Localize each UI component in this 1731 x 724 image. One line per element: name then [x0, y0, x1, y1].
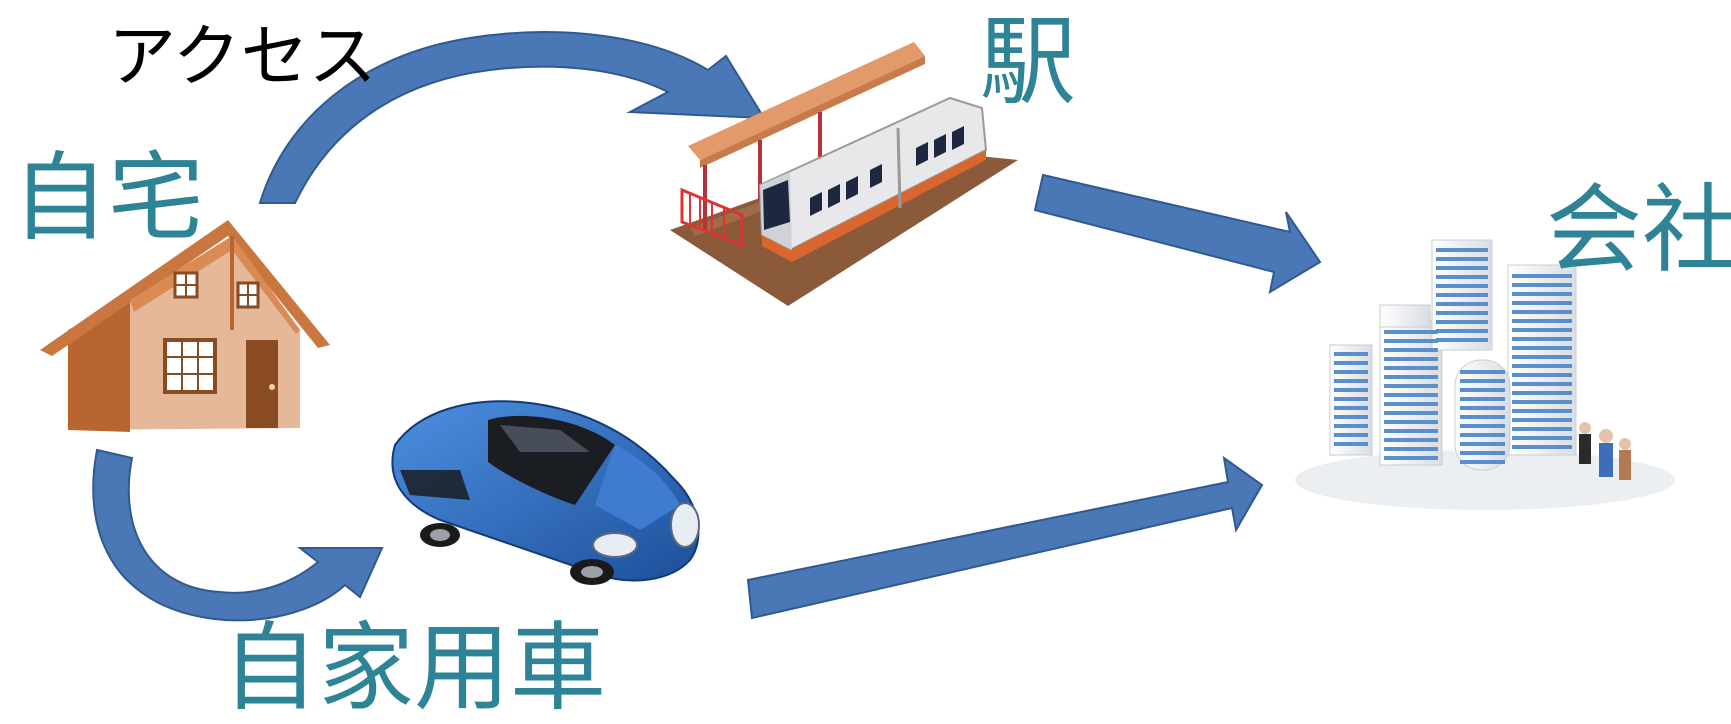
building-window-row [1460, 424, 1505, 428]
building-window-row [1512, 319, 1572, 323]
building-window-row [1512, 427, 1572, 431]
people-icon [1579, 422, 1631, 480]
building-window-row [1384, 411, 1438, 415]
building-window-row [1436, 293, 1488, 297]
building-window-row [1512, 400, 1572, 404]
building-window-row [1334, 415, 1368, 419]
building-window-row [1512, 301, 1572, 305]
building-window-row [1512, 364, 1572, 368]
building-window-row [1384, 366, 1438, 370]
building-window-row [1334, 388, 1368, 392]
home-label: 自宅 [12, 142, 204, 254]
home-to-car-curved-arrow [92, 448, 384, 622]
building-window-row [1334, 406, 1368, 410]
company-label: 会社 [1546, 174, 1731, 286]
building-window-row [1384, 393, 1438, 397]
building-window-row [1512, 337, 1572, 341]
building-window-row [1384, 456, 1438, 460]
building-window-row [1384, 348, 1438, 352]
building-window-row [1512, 418, 1572, 422]
building-window-row [1512, 274, 1572, 278]
building-window-row [1334, 361, 1368, 365]
building-window-row [1512, 346, 1572, 350]
building-window-row [1334, 379, 1368, 383]
building-window-row [1334, 352, 1368, 356]
building-window-row [1460, 370, 1505, 374]
building-window-row [1334, 424, 1368, 428]
car-label: 自家用車 [222, 612, 606, 724]
building-window-row [1436, 329, 1488, 333]
building-window-stripes [1334, 248, 1572, 464]
train-station-icon [670, 42, 1018, 306]
building-window-row [1436, 320, 1488, 324]
house-icon [40, 220, 330, 432]
station-label: 駅 [980, 6, 1076, 118]
building-window-row [1436, 338, 1488, 342]
building-window-row [1460, 433, 1505, 437]
building-window-row [1460, 451, 1505, 455]
building-window-row [1384, 339, 1438, 343]
building-window-row [1384, 402, 1438, 406]
building-window-row [1384, 429, 1438, 433]
building-window-row [1384, 330, 1438, 334]
building-window-row [1512, 436, 1572, 440]
building-window-row [1512, 409, 1572, 413]
building-window-row [1460, 460, 1505, 464]
building-window-row [1334, 442, 1368, 446]
building-window-row [1384, 420, 1438, 424]
building-window-row [1512, 391, 1572, 395]
building-window-row [1460, 397, 1505, 401]
car-icon [391, 400, 700, 585]
station-to-company-arrow [1033, 173, 1322, 295]
building-window-row [1512, 445, 1572, 449]
car-to-company-arrow [746, 455, 1264, 620]
building-window-row [1436, 266, 1488, 270]
building-window-row [1512, 310, 1572, 314]
building-window-row [1334, 370, 1368, 374]
building-window-row [1460, 379, 1505, 383]
building-window-row [1334, 433, 1368, 437]
building-window-row [1512, 355, 1572, 359]
access-curved-arrow [258, 31, 766, 204]
building-window-row [1460, 406, 1505, 410]
building-window-row [1512, 328, 1572, 332]
building-window-row [1460, 388, 1505, 392]
building-window-row [1436, 275, 1488, 279]
building-window-row [1512, 382, 1572, 386]
building-window-row [1436, 257, 1488, 261]
building-window-row [1436, 302, 1488, 306]
office-buildings-icon [1295, 239, 1675, 510]
building-window-row [1460, 415, 1505, 419]
building-window-row [1512, 373, 1572, 377]
building-window-row [1384, 438, 1438, 442]
building-window-row [1512, 292, 1572, 296]
building-window-row [1334, 397, 1368, 401]
building-window-row [1460, 442, 1505, 446]
building-window-row [1436, 284, 1488, 288]
building-window-row [1384, 447, 1438, 451]
building-window-row [1436, 248, 1488, 252]
building-window-row [1512, 283, 1572, 287]
building-window-row [1384, 357, 1438, 361]
access-label: アクセス [108, 18, 377, 97]
building-window-row [1384, 375, 1438, 379]
building-window-row [1384, 384, 1438, 388]
building-window-row [1436, 311, 1488, 315]
